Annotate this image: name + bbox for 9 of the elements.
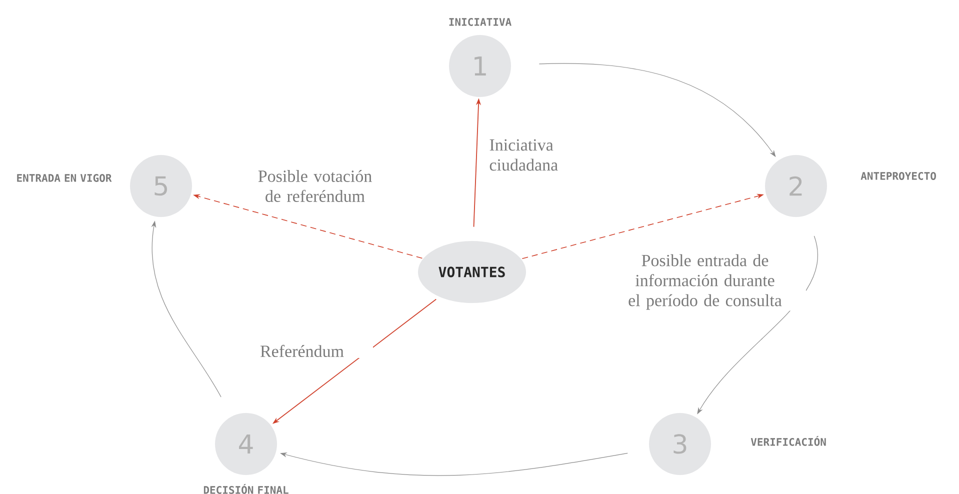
edge-label: Iniciativa ciudadana	[490, 139, 558, 171]
edge-label: Posible votación de referéndum	[258, 170, 372, 202]
step-label: INICIATIVA	[449, 18, 512, 26]
step-label: ENTRADA EN VIGOR	[17, 174, 112, 182]
step-label: DECISIÓN FINAL	[204, 484, 288, 494]
step-label: ANTEPROYECTO	[860, 172, 936, 180]
edge-label: Posible entrada de información durante el período de consulta	[628, 254, 782, 310]
step-label: VERIFICACIÓN	[750, 436, 826, 446]
edge-label: Referéndum	[260, 344, 344, 358]
